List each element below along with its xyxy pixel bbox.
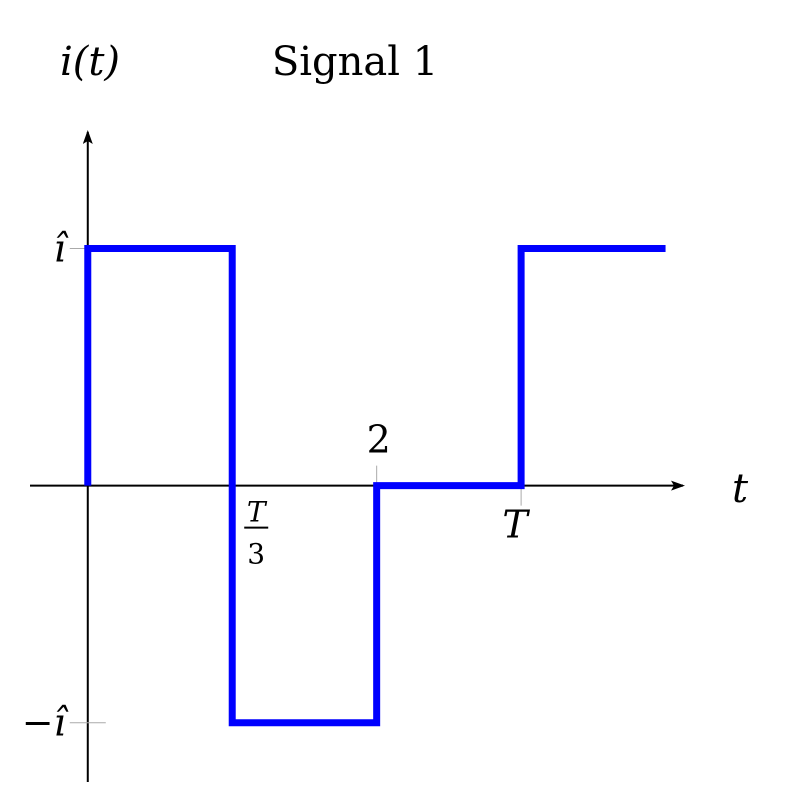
y-axis-label: i(t) xyxy=(60,39,120,85)
chart-title: Signal 1 xyxy=(272,39,438,85)
y-tick-label: −î xyxy=(22,701,69,745)
x-tick-label-above: 2 xyxy=(367,418,391,462)
series-layer xyxy=(84,245,666,727)
x-tick-label-numerator: T xyxy=(247,496,268,529)
x-tick-label-below: T xyxy=(502,503,530,547)
y-tick-label: î xyxy=(54,227,69,271)
tick-label-group: î −î T 3 2T xyxy=(22,227,531,745)
signal-series-line xyxy=(84,245,666,727)
x-tick-label-denominator: 3 xyxy=(247,538,265,571)
x-axis-label: t xyxy=(732,466,749,512)
